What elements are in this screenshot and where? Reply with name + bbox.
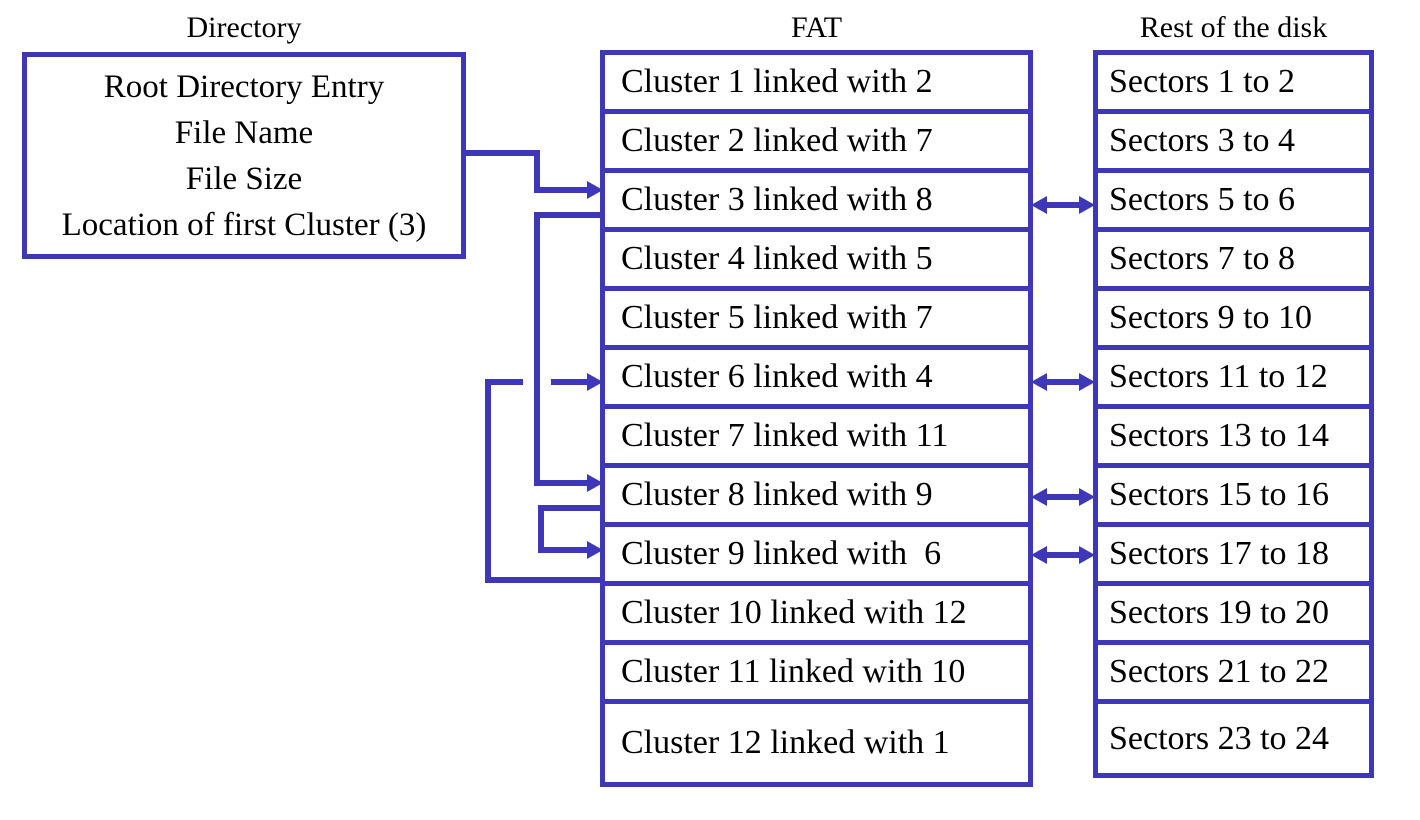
disk-sectors-table: Sectors 1 to 2 Sectors 3 to 4 Sectors 5 … — [1093, 50, 1374, 778]
disk-row-sectors-5-6: Sectors 5 to 6 — [1098, 173, 1369, 232]
arrow-cluster8-to-cluster9 — [538, 505, 603, 559]
disk-row-label: Sectors 21 to 22 — [1109, 653, 1330, 690]
disk-row-label: Sectors 11 to 12 — [1109, 358, 1328, 395]
fat-row-label: Cluster 12 linked with 1 — [621, 724, 950, 761]
disk-row-sectors-9-10: Sectors 9 to 10 — [1098, 291, 1369, 350]
root-directory-entry-box: Root Directory Entry File Name File Size… — [22, 52, 466, 259]
arrow-directory-to-cluster3 — [464, 150, 603, 199]
directory-file-name-line: File Name — [174, 114, 314, 151]
fat-row-label: Cluster 4 linked with 5 — [621, 240, 933, 277]
double-arrow-cluster3-sectors5-6 — [1031, 196, 1095, 214]
fat-row-cluster-10: Cluster 10 linked with 12 — [605, 586, 1028, 645]
disk-row-label: Sectors 19 to 20 — [1109, 594, 1330, 631]
disk-row-label: Sectors 1 to 2 — [1109, 63, 1296, 100]
fat-row-label: Cluster 7 linked with 11 — [621, 417, 949, 454]
disk-row-label: Sectors 9 to 10 — [1109, 299, 1313, 336]
fat-row-label: Cluster 5 linked with 7 — [621, 299, 933, 336]
fat-column-title: FAT — [790, 11, 843, 44]
fat-row-cluster-3: Cluster 3 linked with 8 — [605, 173, 1028, 232]
fat-row-cluster-2: Cluster 2 linked with 7 — [605, 114, 1028, 173]
disk-row-sectors-23-24: Sectors 23 to 24 — [1098, 704, 1369, 773]
directory-entry-line: Root Directory Entry — [103, 68, 385, 105]
disk-column-title: Rest of the disk — [1139, 11, 1328, 44]
fat-row-label: Cluster 10 linked with 12 — [621, 594, 967, 631]
disk-row-label: Sectors 13 to 14 — [1109, 417, 1330, 454]
fat-row-cluster-5: Cluster 5 linked with 7 — [605, 291, 1028, 350]
fat-row-cluster-1: Cluster 1 linked with 2 — [605, 55, 1028, 114]
double-arrow-cluster8-sectors15-16 — [1031, 488, 1095, 506]
fat-row-cluster-9: Cluster 9 linked with 6 — [605, 527, 1028, 586]
fat-row-label: Cluster 8 linked with 9 — [621, 476, 933, 513]
disk-row-sectors-11-12: Sectors 11 to 12 — [1098, 350, 1369, 409]
fat-row-cluster-7: Cluster 7 linked with 11 — [605, 409, 1028, 468]
disk-row-label: Sectors 7 to 8 — [1109, 240, 1296, 277]
disk-row-sectors-19-20: Sectors 19 to 20 — [1098, 586, 1369, 645]
fat-row-cluster-11: Cluster 11 linked with 10 — [605, 645, 1028, 704]
fat-row-cluster-8: Cluster 8 linked with 9 — [605, 468, 1028, 527]
disk-row-sectors-15-16: Sectors 15 to 16 — [1098, 468, 1369, 527]
fat-table: Cluster 1 linked with 2 Cluster 2 linked… — [600, 50, 1033, 787]
disk-row-label: Sectors 23 to 24 — [1109, 719, 1330, 757]
double-arrow-cluster9-sectors17-18 — [1031, 546, 1095, 564]
disk-row-label: Sectors 3 to 4 — [1109, 122, 1296, 159]
arrow-cluster3-to-cluster8 — [534, 212, 603, 492]
disk-row-sectors-17-18: Sectors 17 to 18 — [1098, 527, 1369, 586]
fat-row-label: Cluster 6 linked with 4 — [621, 358, 933, 395]
fat-row-label: Cluster 9 linked with 6 — [621, 535, 942, 572]
double-arrow-cluster6-sectors11-12 — [1031, 373, 1095, 391]
fat-row-label: Cluster 11 linked with 10 — [621, 653, 966, 690]
directory-first-cluster-line: Location of first Cluster (3) — [61, 206, 427, 243]
disk-row-label: Sectors 15 to 16 — [1109, 476, 1330, 513]
disk-row-sectors-13-14: Sectors 13 to 14 — [1098, 409, 1369, 468]
disk-row-sectors-7-8: Sectors 7 to 8 — [1098, 232, 1369, 291]
fat-row-label: Cluster 3 linked with 8 — [621, 181, 933, 218]
fat-row-cluster-6: Cluster 6 linked with 4 — [605, 350, 1028, 409]
disk-row-sectors-21-22: Sectors 21 to 22 — [1098, 645, 1369, 704]
fat-row-label: Cluster 1 linked with 2 — [621, 63, 933, 100]
arrow-cluster9-to-cluster6 — [485, 373, 603, 583]
disk-row-label: Sectors 17 to 18 — [1109, 535, 1330, 572]
directory-column-title: Directory — [186, 11, 302, 44]
fat-row-cluster-12: Cluster 12 linked with 1 — [605, 704, 1028, 782]
fat-row-label: Cluster 2 linked with 7 — [621, 122, 933, 159]
fat-row-cluster-4: Cluster 4 linked with 5 — [605, 232, 1028, 291]
disk-row-sectors-1-2: Sectors 1 to 2 — [1098, 55, 1369, 114]
disk-row-label: Sectors 5 to 6 — [1109, 181, 1296, 218]
directory-file-size-line: File Size — [185, 160, 303, 197]
disk-row-sectors-3-4: Sectors 3 to 4 — [1098, 114, 1369, 173]
